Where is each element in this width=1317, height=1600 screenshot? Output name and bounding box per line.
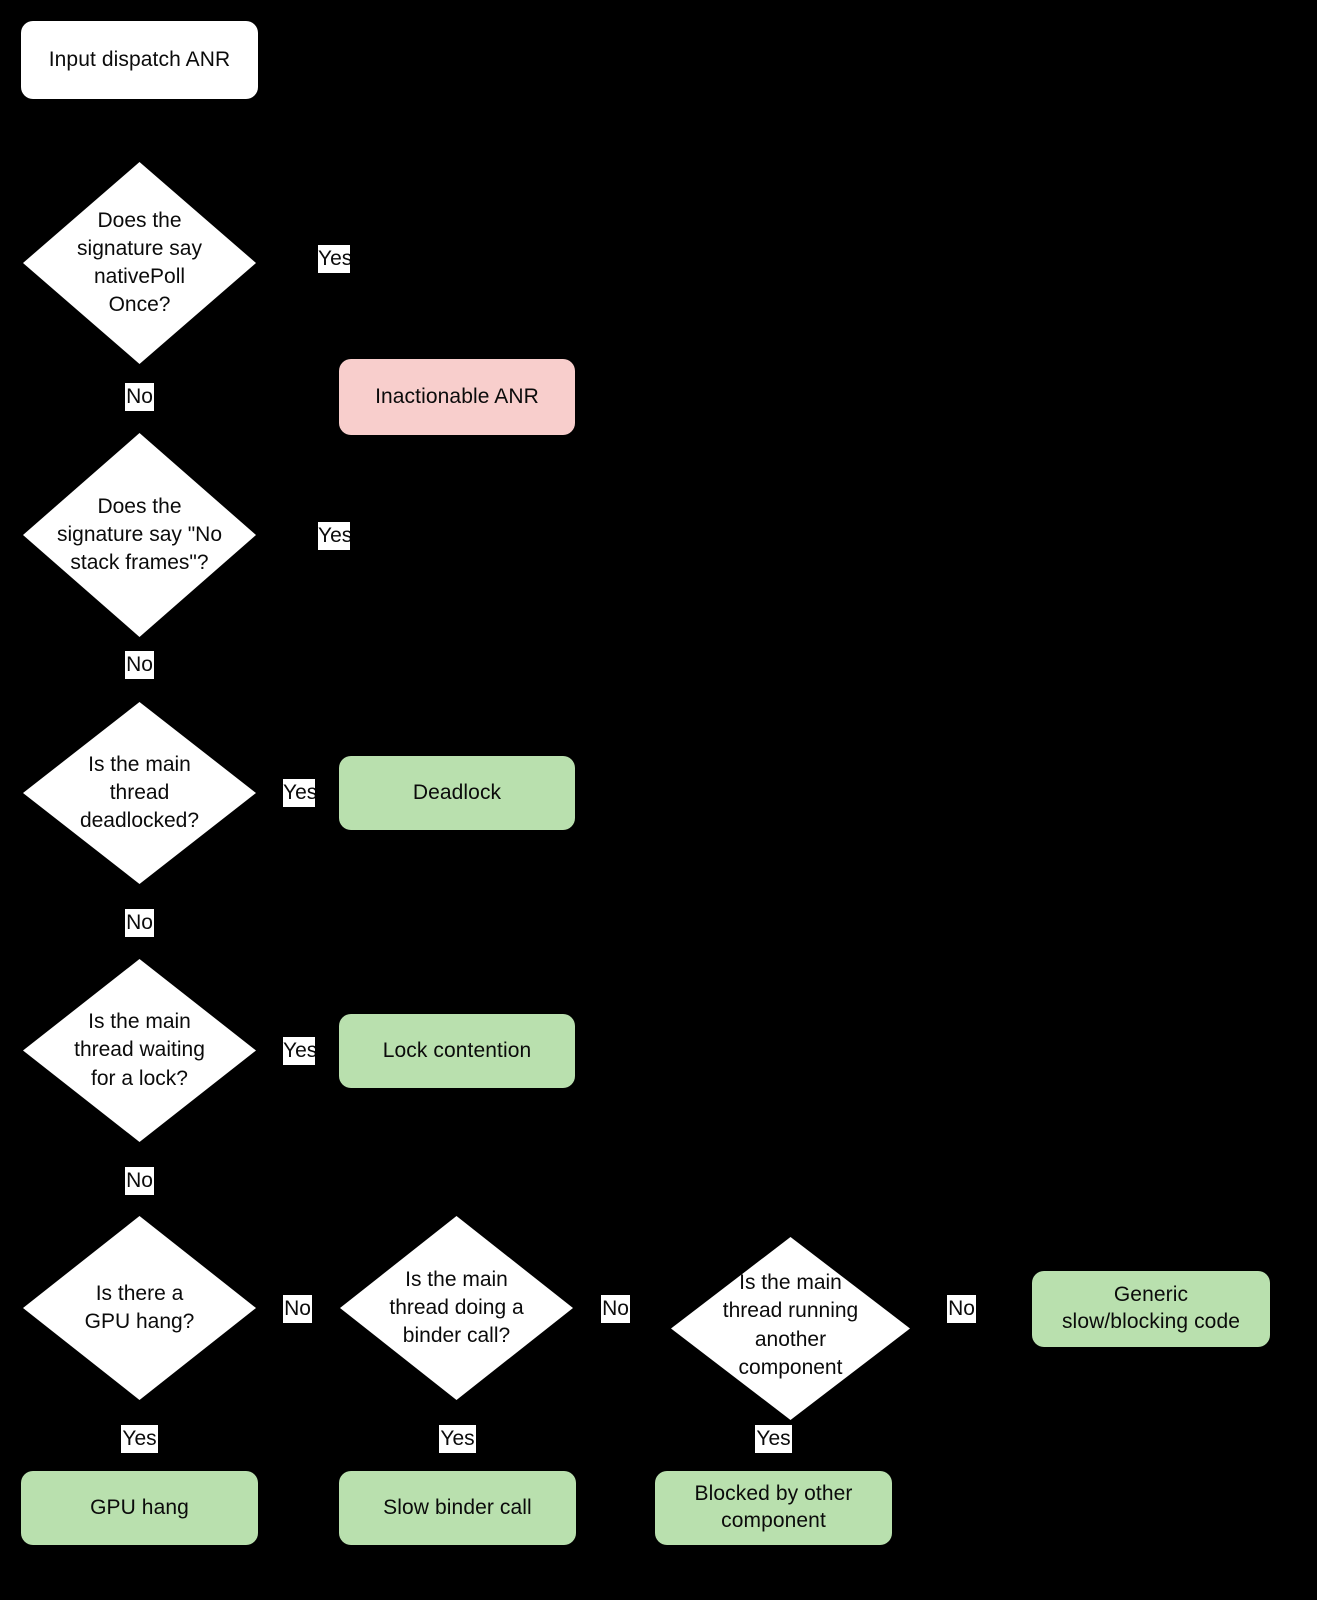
edge-label-d4-no: No xyxy=(125,1167,154,1195)
node-decision-deadlocked[interactable]: Is the main thread deadlocked? xyxy=(23,702,256,884)
node-decision-another-component[interactable]: Is the main thread running another compo… xyxy=(671,1237,910,1420)
node-label: GPU hang xyxy=(90,1495,189,1519)
edge-start-to-d1 xyxy=(138,99,140,163)
edge-label-d1-yes: Yes xyxy=(318,245,350,273)
node-lock-contention[interactable]: Lock contention xyxy=(339,1014,575,1088)
node-label: Slow binder call xyxy=(383,1495,532,1519)
diamond-shape xyxy=(671,1237,910,1420)
node-decision-no-stack-frames[interactable]: Does the signature say "No stack frames"… xyxy=(23,433,256,637)
edge-d1-yes-vertical xyxy=(456,262,458,359)
edge-d7-yes-to-blocked xyxy=(789,1420,791,1498)
edge-label-d3-no: No xyxy=(125,909,154,937)
node-label: Deadlock xyxy=(412,780,502,804)
node-input-dispatch-anr[interactable]: Input dispatch ANR xyxy=(21,21,258,99)
edge-label-d2-yes: Yes xyxy=(318,522,350,550)
edge-label-d6-yes: Yes xyxy=(439,1425,476,1453)
node-deadlock[interactable]: Deadlock xyxy=(339,756,575,830)
diamond-shape xyxy=(340,1216,573,1400)
node-label: Input dispatch ANR xyxy=(48,47,231,71)
edge-d2-yes xyxy=(256,536,376,538)
diamond-shape xyxy=(23,1216,256,1400)
node-label: Blocked by other component xyxy=(694,1482,853,1532)
edge-label-d3-yes: Yes xyxy=(283,779,315,807)
node-generic-slow-blocking-code[interactable]: Generic slow/blocking code xyxy=(1032,1271,1270,1347)
edge-label-d2-no: No xyxy=(125,651,154,679)
diamond-shape xyxy=(23,702,256,884)
diamond-shape xyxy=(23,162,256,364)
edge-label-d7-no: No xyxy=(947,1295,976,1323)
diamond-shape xyxy=(23,959,256,1142)
edge-label-d1-no: No xyxy=(125,383,154,411)
edge-label-d7-yes: Yes xyxy=(755,1425,792,1453)
node-gpu-hang[interactable]: GPU hang xyxy=(21,1471,258,1545)
node-label: Inactionable ANR xyxy=(375,384,539,408)
node-decision-nativepolonce[interactable]: Does the signature say nativePoll Once? xyxy=(23,162,256,364)
node-decision-gpu-hang[interactable]: Is there a GPU hang? xyxy=(23,1216,256,1400)
edge-d1-yes-to-inactionable xyxy=(256,262,457,264)
edge-label-d5-no: No xyxy=(283,1295,312,1323)
node-blocked-by-other-component[interactable]: Blocked by other component xyxy=(655,1471,892,1545)
diamond-shape xyxy=(23,433,256,637)
node-slow-binder-call[interactable]: Slow binder call xyxy=(339,1471,576,1545)
node-label: Lock contention xyxy=(382,1038,532,1062)
edge-d7-no-to-generic xyxy=(910,1308,1054,1310)
node-decision-binder-call[interactable]: Is the main thread doing a binder call? xyxy=(340,1216,573,1400)
edge-label-d4-yes: Yes xyxy=(283,1037,315,1065)
node-inactionable-anr[interactable]: Inactionable ANR xyxy=(339,359,575,435)
node-decision-waiting-for-lock[interactable]: Is the main thread waiting for a lock? xyxy=(23,959,256,1142)
edge-label-d6-no: No xyxy=(601,1295,630,1323)
node-label: Generic slow/blocking code xyxy=(1061,1283,1241,1333)
edge-label-d5-yes: Yes xyxy=(121,1425,158,1453)
edge-d5-no-to-d6 xyxy=(256,1308,373,1310)
